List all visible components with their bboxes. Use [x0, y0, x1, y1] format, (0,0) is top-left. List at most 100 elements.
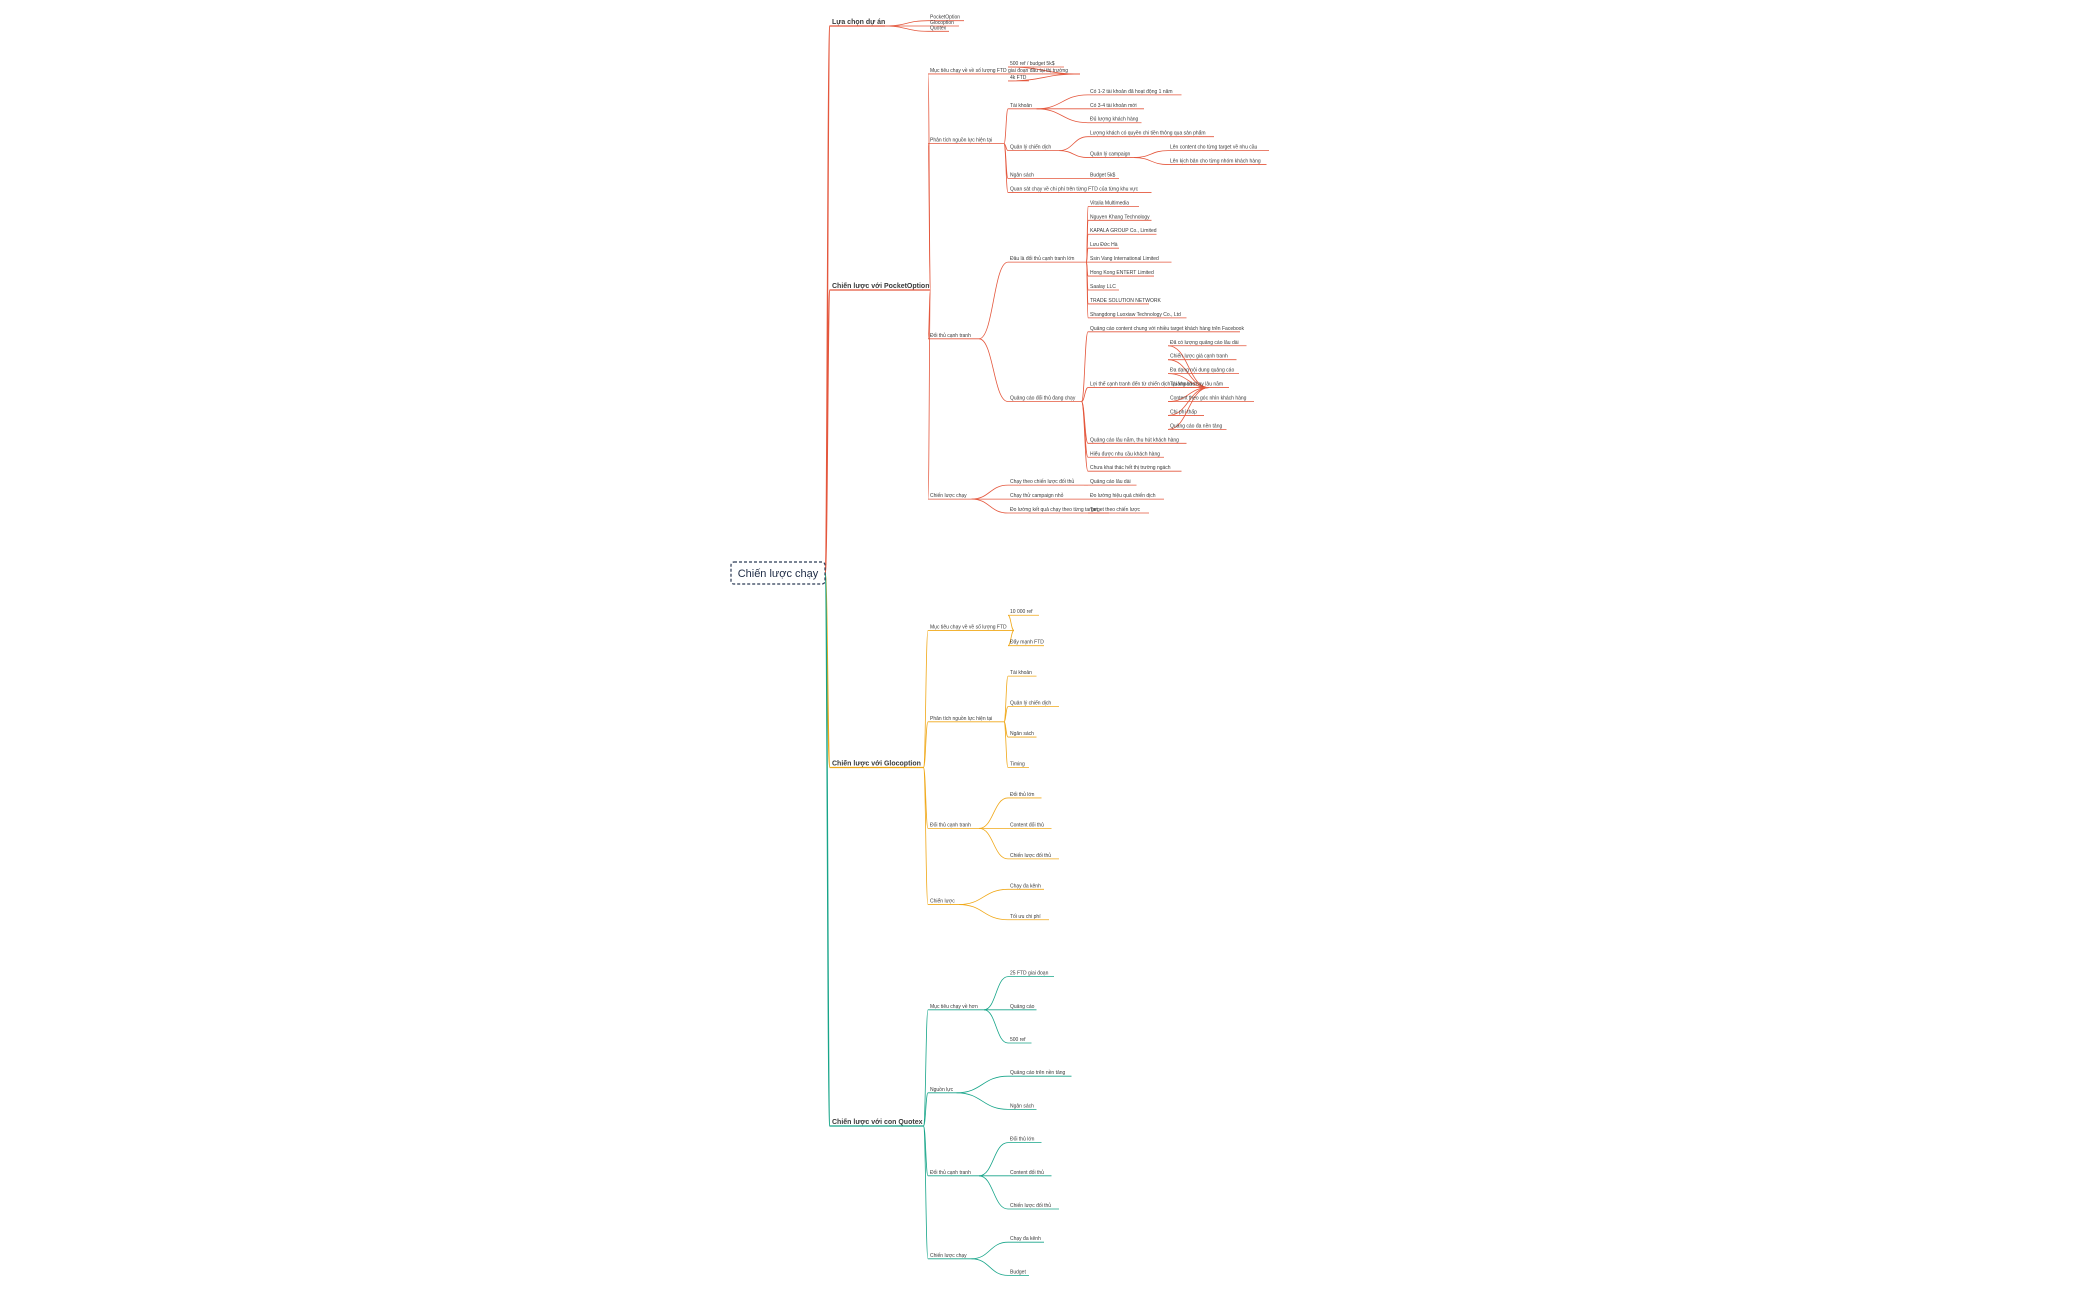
connector-line — [983, 976, 1009, 1011]
topic-node[interactable]: Lên kịch bản cho từng nhóm khách hàng — [1168, 159, 1267, 165]
topic-node[interactable]: Chiến lược chạy — [928, 1253, 972, 1260]
topic-node[interactable]: Mục tiêu chạy về về số lượng FTD giai đo… — [928, 68, 1080, 75]
topic-node[interactable]: Quản lý chiến dịch — [1008, 145, 1059, 152]
topic-node[interactable]: Quản lý campaign — [1088, 152, 1134, 158]
topic-node[interactable]: Quảng cáo đối thủ đang chạy — [1008, 395, 1082, 402]
topic-node[interactable]: Content theo góc nhìn khách hàng — [1168, 396, 1254, 402]
topic-node[interactable]: Đối thủ cạnh tranh — [928, 332, 979, 340]
topic-node[interactable]: Lên content cho từng target về nhu cầu — [1168, 145, 1269, 152]
topic-node[interactable]: Timing — [1008, 762, 1029, 768]
topic-node[interactable]: Chạy thử campaign nhỏ — [1008, 492, 1067, 500]
topic-node[interactable]: PocketOption — [928, 15, 964, 22]
topic-label: Đo lường hiệu quả chiến dịch — [1090, 493, 1156, 499]
connector-line — [1003, 108, 1009, 145]
topic-node[interactable]: Budget 5k$ — [1088, 172, 1119, 179]
topic-label: 500 ref / budget 5k$ — [1010, 61, 1055, 67]
topic-node[interactable]: KAPALA GROUP Co., Limited — [1088, 228, 1157, 235]
topic-node[interactable]: Đối thủ cạnh tranh — [928, 1169, 979, 1177]
topic-node[interactable]: Có 1-2 tài khoản đã hoạt động 1 năm — [1088, 89, 1182, 96]
topic-node[interactable]: Quản lý chiến dịch — [1008, 701, 1059, 707]
topic-node[interactable]: Chạy theo chiến lược đối thủ — [1008, 478, 1084, 486]
topic-node[interactable]: Saalay LLC — [1088, 284, 1119, 291]
topic-node[interactable]: Chiến lược đối thủ — [1008, 1202, 1059, 1210]
topic-node[interactable]: Nguồn lực — [928, 1087, 957, 1094]
topic-node[interactable]: Có 3-4 tài khoản mới — [1088, 103, 1144, 110]
topic-node[interactable]: Quảng cáo content chung với nhiều target… — [1088, 326, 1244, 333]
topic-node[interactable]: Phân tích nguồn lực hiện tại — [928, 716, 1004, 723]
topic-node[interactable]: Chạy đa kênh — [1008, 883, 1044, 890]
connector-line — [1007, 614, 1015, 631]
topic-node[interactable]: 25 FTD giai đoạn — [1008, 971, 1054, 977]
topic-node[interactable]: Đối thủ lớn — [1008, 791, 1042, 799]
topic-node[interactable]: Tối ưu chi phí — [1008, 914, 1049, 921]
topic-node[interactable]: Ngân sách — [1008, 731, 1037, 738]
topic-node[interactable]: Vitalia Multimedia — [1088, 200, 1139, 207]
topic-node[interactable]: Content đối thủ — [1008, 1169, 1052, 1177]
topic-node[interactable]: 500 ref / budget 5k$ — [1008, 61, 1064, 68]
topic-node[interactable]: Tài khoản chạy lâu năm — [1168, 382, 1229, 388]
topic-label: Nguồn lực — [930, 1087, 954, 1093]
topic-node[interactable]: Chiến lược — [928, 899, 959, 905]
topic-node[interactable]: Chiến lược chạy — [928, 493, 972, 500]
topic-node[interactable]: Mục tiêu chạy về về số lượng FTD — [928, 624, 1014, 631]
topic-label: Chiến lược chạy — [930, 493, 967, 499]
topic-node[interactable]: Đa dạng nội dung quảng cáo — [1168, 368, 1239, 375]
topic-node[interactable]: Chiến lược với Glocoption — [830, 760, 924, 769]
topic-node[interactable]: Quảng cáo lâu dài — [1088, 479, 1137, 486]
topic-node[interactable]: Đo lường hiệu quả chiến dịch — [1088, 493, 1164, 500]
topic-node[interactable]: TRADE SOLUTION NETWORK — [1088, 298, 1162, 305]
topic-node[interactable]: Quảng cáo — [1008, 1004, 1037, 1011]
connector-line — [956, 1092, 1009, 1110]
topic-node[interactable]: Budget — [1008, 1269, 1029, 1276]
topic-node[interactable]: Target theo chiến lược — [1088, 507, 1149, 514]
topic-node[interactable]: Content đối thủ — [1008, 821, 1052, 829]
topic-node[interactable]: Đâu là đối thủ cạnh tranh lớn — [1008, 255, 1087, 263]
topic-node[interactable]: Đối thủ lớn — [1008, 1136, 1042, 1143]
topic-node[interactable]: Shangdong Luoxiaw Technology Co., Ltd — [1088, 312, 1187, 319]
topic-node[interactable]: Chiến lược với PocketOption — [830, 282, 931, 291]
connector-line — [927, 143, 931, 291]
topic-node[interactable]: Lựa chọn dự án — [830, 19, 885, 27]
topic-label: Lên kịch bản cho từng nhóm khách hàng — [1170, 159, 1261, 165]
topic-node[interactable]: Quotex — [928, 25, 949, 32]
topic-node[interactable]: Lưu Đức Hà — [1088, 242, 1119, 249]
topic-node[interactable]: Tài khoản — [1008, 103, 1037, 110]
topic-node[interactable]: Nguyen Khang Technology — [1088, 214, 1152, 221]
topic-node[interactable]: Glocoption — [928, 20, 959, 27]
topic-label: Lưu Đức Hà — [1090, 242, 1118, 248]
topic-node[interactable]: Tài khoản — [1008, 670, 1037, 677]
topic-node[interactable]: Quan sát chạy về chi phí trên từng FTD c… — [1008, 185, 1152, 193]
topic-node[interactable]: Chiến lược giá cạnh tranh — [1168, 354, 1237, 361]
topic-node[interactable]: 500 ref — [1008, 1037, 1032, 1044]
topic-node[interactable]: Chiến lược với con Quotex — [830, 1118, 924, 1127]
topic-label: 500 ref — [1010, 1037, 1026, 1043]
topic-node[interactable]: Chưa khai thác hết thị trường ngách — [1088, 465, 1182, 472]
topic-label: Nguyen Khang Technology — [1090, 214, 1150, 220]
topic-label: Chạy thử campaign nhỏ — [1010, 492, 1064, 499]
topic-node[interactable]: Chạy đa kênh — [1008, 1236, 1044, 1243]
connector-line — [1058, 150, 1089, 158]
topic-label: Phân tích nguồn lực hiện tại — [930, 716, 992, 722]
topic-node[interactable]: Lượng khách có quyền chi tiền thông qua … — [1088, 130, 1214, 138]
topic-node[interactable]: Quảng cáo đa nền tảng — [1168, 423, 1227, 430]
topic-node[interactable]: Ngân sách — [1008, 1103, 1037, 1110]
topic-node[interactable]: Hiểu được nhu cầu khách hàng — [1088, 450, 1164, 458]
topic-node[interactable]: Phân tích nguồn lực hiện tại — [928, 138, 1004, 145]
topic-node[interactable]: Chiến lược đối thủ — [1008, 852, 1059, 860]
topic-node[interactable]: Chi phí thấp — [1168, 409, 1204, 416]
topic-node[interactable]: Đã có lượng quảng cáo lâu dài — [1168, 340, 1247, 347]
topic-node[interactable]: Ngân sách — [1008, 172, 1037, 179]
topic-node[interactable]: Mục tiêu chạy về hơn — [928, 1004, 984, 1011]
topic-node[interactable]: Quảng cáo trên nền tảng — [1008, 1070, 1072, 1077]
topic-node[interactable]: 4k FTD — [1008, 75, 1029, 82]
topic-node[interactable]: Đủ lượng khách hàng — [1088, 116, 1142, 124]
topic-node[interactable]: Ssin Vang International Limited — [1088, 256, 1172, 263]
topic-node[interactable]: Hong Kong ENTERT Limited — [1088, 270, 1154, 277]
topic-node[interactable]: Đẩy mạnh FTD — [1008, 639, 1044, 647]
topic-node[interactable]: 10 000 ref — [1008, 609, 1039, 616]
root-node[interactable]: Chiến lược chạy — [730, 561, 826, 585]
topic-node[interactable]: Quảng cáo lâu năm, thu hút khách hàng — [1088, 437, 1187, 444]
topic-label: Chi phí thấp — [1170, 409, 1197, 415]
topic-node[interactable]: Đối thủ cạnh tranh — [928, 821, 979, 829]
